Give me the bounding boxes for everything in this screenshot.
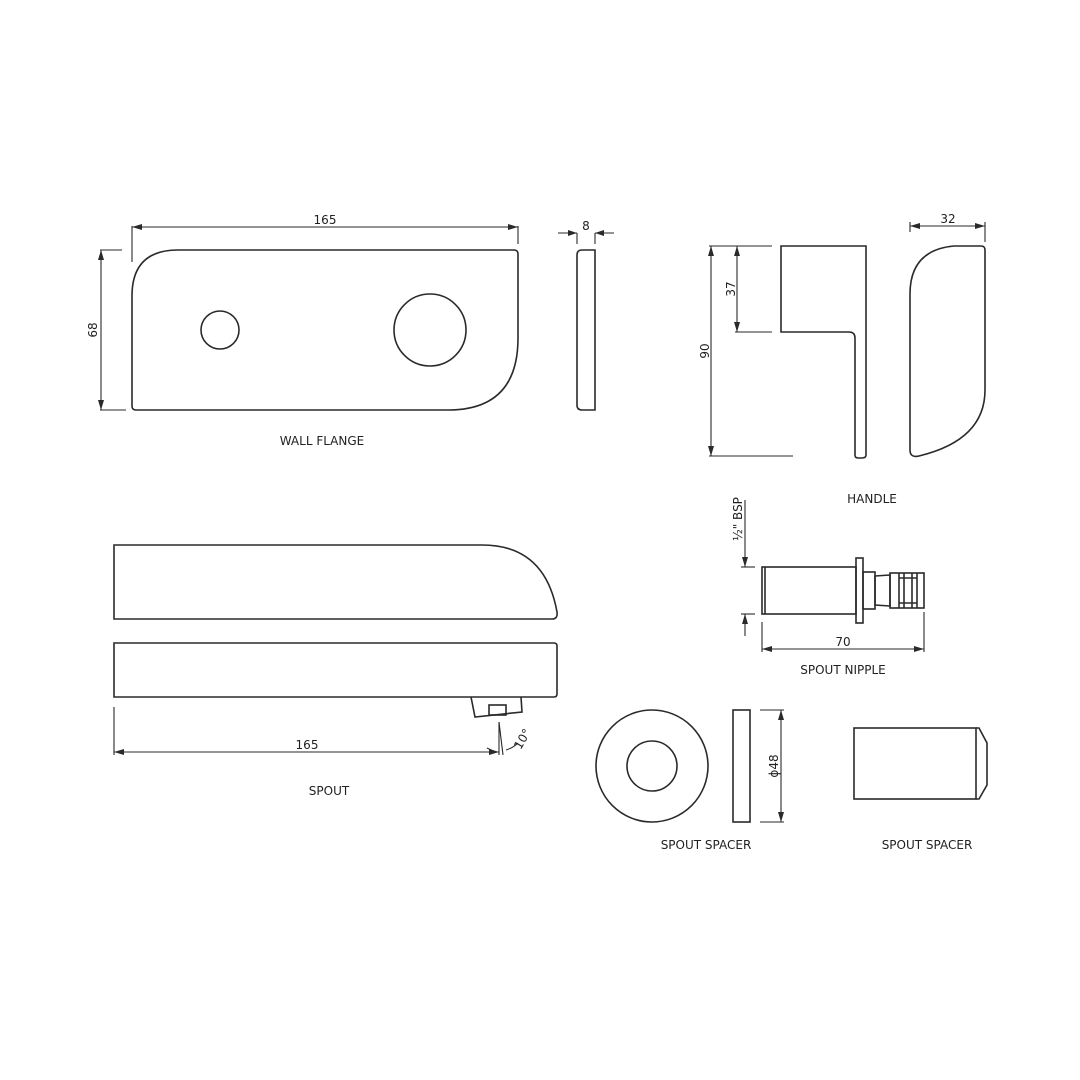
spout-spacer-label-2: SPOUT SPACER	[882, 838, 973, 852]
handle-lever-dimension: 37	[724, 246, 772, 333]
flange-width-value: 165	[314, 213, 337, 227]
wall-flange-width-dimension: 165	[131, 213, 519, 262]
wall-flange-front-view	[131, 249, 519, 411]
nipple-length-value: 70	[835, 635, 850, 649]
spout-length-value: 165	[296, 738, 319, 752]
wall-flange-label: WALL FLANGE	[280, 434, 365, 448]
spout-top-view	[113, 544, 558, 620]
handle-lever-value: 37	[724, 281, 738, 296]
thread-size-value: ½" BSP	[731, 497, 745, 541]
handle-side-view	[780, 245, 867, 459]
spout-spacer-side-view	[853, 727, 988, 800]
spacer-diameter-value: ϕ48	[767, 754, 781, 777]
spout-label: SPOUT	[309, 784, 350, 798]
handle-height-dimension: 90	[698, 245, 793, 457]
spout-nipple-length-dimension: 70	[761, 612, 925, 652]
spout-spacer-front-view	[595, 709, 709, 823]
small-hole	[200, 310, 240, 350]
handle-end-view: 32	[909, 212, 986, 458]
spout-spacer-edge-view: ϕ48	[732, 709, 784, 823]
flange-height-value: 68	[86, 322, 100, 337]
handle-label: HANDLE	[847, 492, 897, 506]
spout-nipple-label: SPOUT NIPPLE	[800, 663, 885, 677]
spout-length-dimension: 165	[113, 707, 499, 755]
wall-flange-height-dimension: 68	[86, 249, 126, 411]
spout-side-view	[113, 642, 558, 718]
spout-nipple-thread-dimension: ½" BSP	[731, 497, 755, 636]
spout-spacer-label-1: SPOUT SPACER	[661, 838, 752, 852]
large-hole	[393, 293, 467, 367]
handle-height-value: 90	[698, 343, 712, 358]
spout-nipple	[761, 557, 925, 624]
flange-thickness-value: 8	[582, 219, 590, 233]
wall-flange-side-view: 8	[558, 219, 614, 411]
handle-width-value: 32	[940, 212, 955, 226]
